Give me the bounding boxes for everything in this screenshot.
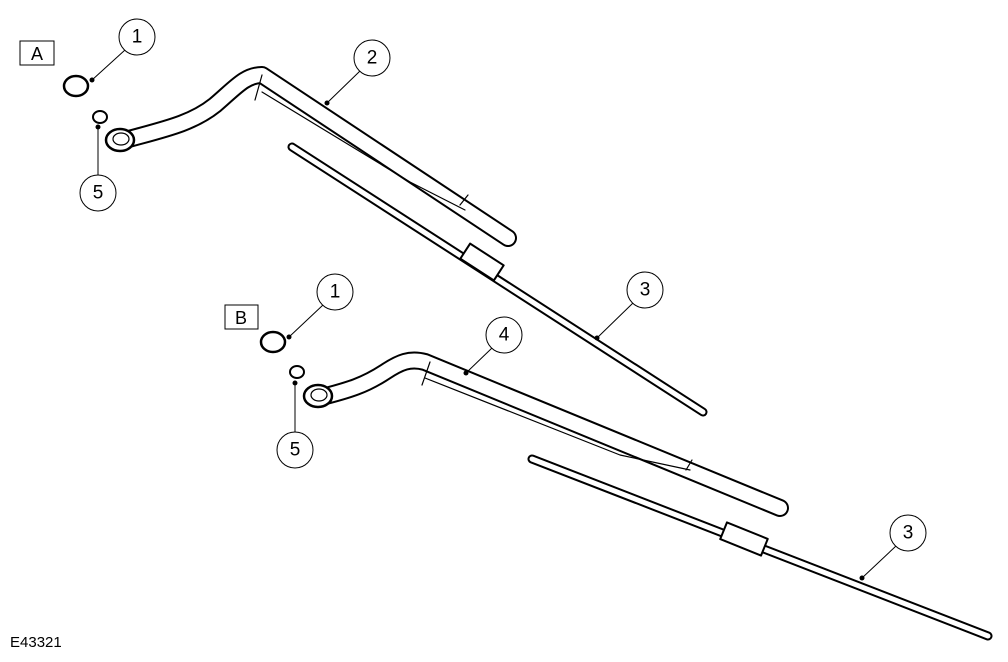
view-label-a: A — [19, 40, 55, 66]
nut-b — [289, 365, 305, 379]
svg-text:3: 3 — [640, 280, 651, 301]
svg-text:1: 1 — [330, 282, 341, 303]
svg-text:3: 3 — [903, 523, 914, 544]
callout-3-b: 3 — [889, 514, 927, 552]
wiper-blade-a — [287, 142, 708, 417]
nut-a — [92, 110, 108, 124]
figure-reference-id: E43321 — [10, 634, 62, 651]
svg-text:B: B — [235, 308, 247, 328]
wiper-blade-b — [527, 454, 993, 641]
svg-text:5: 5 — [93, 183, 104, 204]
wiper-arm-b — [302, 351, 789, 517]
callout-5-a: 5 — [79, 174, 117, 212]
callout-1-a: 1 — [118, 18, 156, 56]
svg-text:2: 2 — [367, 48, 378, 69]
wiper-arm-a — [104, 66, 517, 247]
view-label-b: B — [224, 304, 259, 330]
callout-2: 2 — [353, 39, 391, 77]
cap-b — [259, 330, 287, 354]
svg-text:1: 1 — [132, 27, 143, 48]
callout-4: 4 — [485, 316, 523, 354]
callout-1-b: 1 — [316, 273, 354, 311]
svg-text:A: A — [31, 44, 43, 64]
callout-3-a: 3 — [626, 271, 664, 309]
svg-text:4: 4 — [499, 325, 510, 346]
svg-text:5: 5 — [290, 440, 301, 461]
callout-5-b: 5 — [276, 431, 314, 469]
cap-a — [62, 74, 90, 98]
